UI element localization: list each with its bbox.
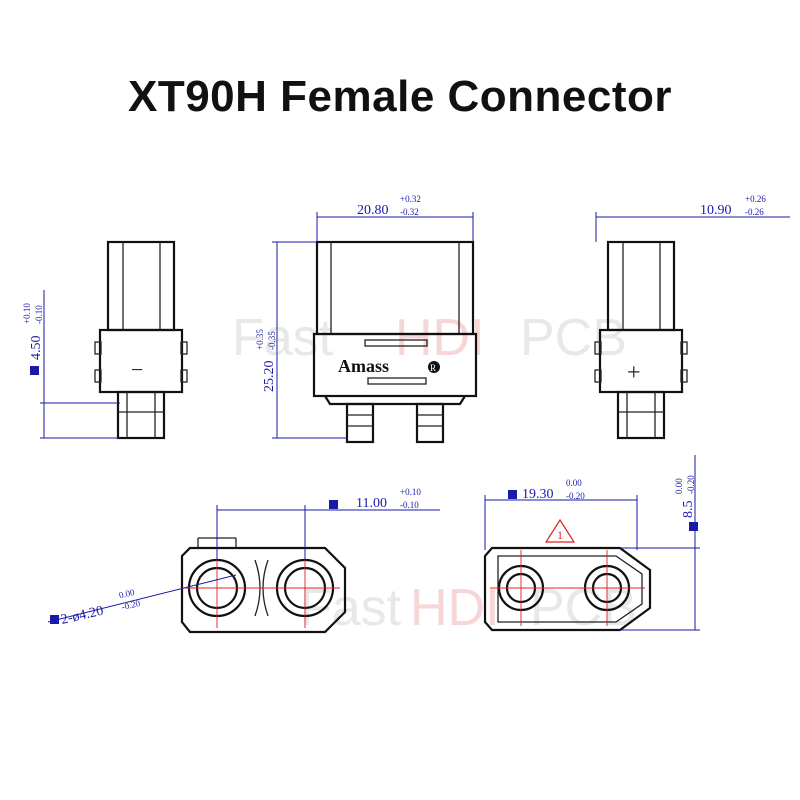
bottom-width-plus: 0.00: [566, 478, 582, 488]
left-side-view: − 4.50 +0.10 -0.10: [22, 240, 188, 440]
dimension-marker: [30, 366, 39, 375]
bottom-width-minus: -0.20: [566, 491, 585, 501]
bottom-height-value: 8.5: [681, 501, 696, 519]
side-width-minus: -0.26: [745, 207, 764, 217]
warning-label: 1: [557, 528, 563, 542]
pitch-value: 11.00: [356, 496, 387, 511]
pin-length-plus: +0.10: [22, 303, 32, 324]
pin-length-value: 4.50: [29, 336, 44, 361]
watermark-text-b: HDI: [395, 309, 485, 367]
height-minus: -0.35: [267, 331, 277, 350]
height-plus: +0.35: [255, 329, 265, 350]
watermark-text-a2: Fast: [300, 579, 402, 637]
top-width-plus: +0.32: [400, 194, 421, 204]
dimension-marker: [329, 500, 338, 509]
pin-length-minus: -0.10: [34, 305, 44, 324]
watermark-text-b2: HDI: [410, 579, 500, 637]
height-value: 25.20: [262, 361, 277, 393]
page-title: XT90H Female Connector: [127, 72, 673, 121]
watermark-text-a: Fast: [232, 309, 334, 367]
hole-dia-value: 2-ø4.20: [60, 604, 105, 628]
pitch-plus: +0.10: [400, 487, 421, 497]
right-side-view: + 10.90 +0.26 -0.26: [594, 194, 790, 440]
dimension-marker: [508, 490, 517, 499]
brand-logo: Amass: [338, 356, 389, 376]
dimension-marker: [50, 615, 59, 624]
hole-dia-plus: 0.00: [118, 587, 136, 600]
top-width-minus: -0.32: [400, 207, 419, 217]
side-width-plus: +0.26: [745, 194, 766, 204]
bottom-height-plus: 0.00: [674, 478, 684, 494]
top-width-value: 20.80: [357, 203, 389, 218]
watermark-text-c2: PCB: [530, 579, 637, 637]
pitch-minus: -0.10: [400, 500, 419, 510]
bottom-width-value: 19.30: [522, 487, 554, 502]
bottom-right-view: 1 19.30 0.00 -0.20 8.5 0.00 -0.20: [483, 455, 700, 632]
hole-dia-minus: -0.20: [121, 598, 142, 612]
plus-sign: +: [627, 360, 641, 386]
side-width-value: 10.90: [700, 203, 732, 218]
watermark-text-c: PCB: [520, 309, 627, 367]
dimension-marker: [689, 522, 698, 531]
warning-icon: [544, 518, 576, 543]
front-view: Amass R 20.80 +0.32 -0.32 25.20 +0.35 -0…: [255, 194, 478, 444]
bottom-height-minus: -0.20: [686, 475, 696, 494]
minus-sign: −: [131, 357, 143, 382]
registered-mark: R: [430, 363, 436, 373]
